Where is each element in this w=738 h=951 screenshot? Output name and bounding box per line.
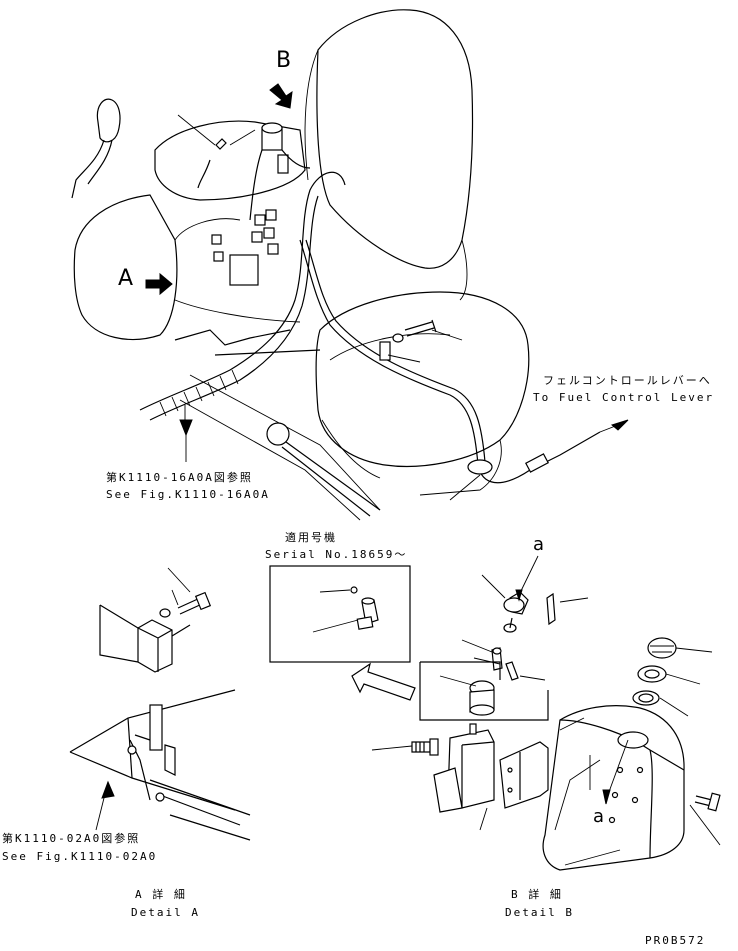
detail-b-view — [371, 555, 721, 871]
serial-label-en: Serial No.18659～ — [265, 548, 408, 561]
ring-1 — [637, 665, 667, 683]
ref-main-en: See Fig.K1110-16A0A — [106, 488, 270, 501]
wire-harness — [139, 171, 346, 411]
seat-back — [316, 9, 474, 269]
detail-a-bolt — [177, 597, 203, 615]
drawing-number: PR0B572 — [645, 934, 706, 947]
hollow-arrow — [351, 662, 416, 701]
view-b-label: B — [276, 48, 292, 73]
view-b-arrow — [269, 83, 293, 109]
bracket-plate — [137, 619, 173, 673]
seat-cushion — [315, 291, 530, 468]
fuel-lever-label-ja: フェルコントロールレバーへ — [543, 374, 712, 387]
fuel-lever-label-en: To Fuel Control Lever — [533, 391, 715, 404]
ring-2 — [632, 690, 660, 706]
relay-box — [229, 254, 259, 286]
view-a-arrow — [145, 272, 173, 296]
fuel-lever-arrow — [610, 419, 629, 431]
detail-a-view — [69, 567, 251, 841]
lever-knob — [266, 422, 290, 446]
knob-cap — [647, 637, 677, 659]
floor-plate — [69, 689, 236, 753]
serial-part — [312, 586, 379, 633]
cable-grommet — [467, 459, 493, 475]
detail-b-title-en: Detail B — [505, 906, 574, 919]
serial-label-ja: 適用号機 — [285, 531, 337, 544]
main-assembly-view — [71, 9, 629, 521]
ref-main-ja: 第K1110-16A0A図参照 — [106, 471, 253, 484]
ref-detail-a-en: See Fig.K1110-02A0 — [2, 850, 158, 863]
part-a-label-top: a — [533, 534, 545, 555]
pin-a — [546, 592, 556, 626]
left-console — [154, 120, 306, 201]
serial-box — [269, 565, 411, 663]
fuel-control-cable — [299, 239, 531, 484]
panel-hole — [617, 731, 649, 749]
control-joystick — [96, 98, 121, 143]
console-panel — [542, 705, 685, 871]
detail-b-title-ja: B 詳 細 — [511, 888, 563, 901]
detail-a-title-en: Detail A — [131, 906, 200, 919]
bracket-screw — [411, 741, 431, 753]
part-a-label-bottom: a — [593, 806, 605, 827]
detail-a-title-ja: A 詳 細 — [135, 888, 187, 901]
ref-detail-a-ja: 第K1110-02A0図参照 — [2, 832, 141, 845]
switch-bracket — [499, 741, 549, 809]
view-a-label: A — [118, 266, 134, 291]
